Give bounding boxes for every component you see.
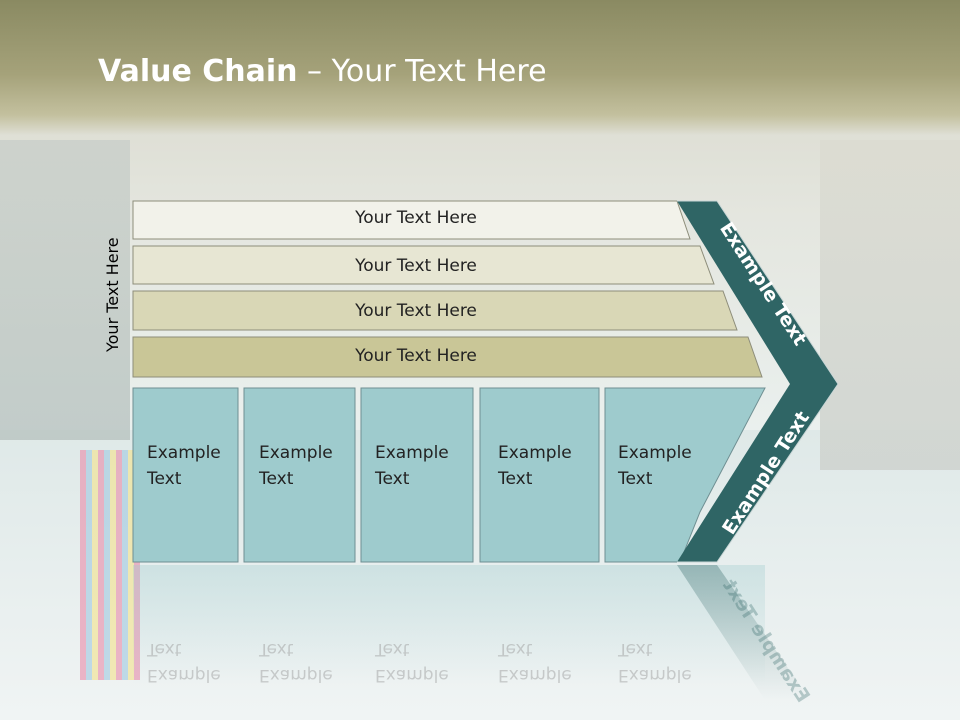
box-3 <box>360 387 474 563</box>
box-4-line1: Example <box>498 443 572 463</box>
box-5-refl-line1: Example <box>618 665 692 685</box>
box-1-refl-line1: Example <box>147 665 221 685</box>
box-reflection <box>133 565 765 685</box>
box-4-line2: Text <box>498 469 533 489</box>
background-store-right <box>820 140 960 470</box>
box-3-line1: Example <box>375 443 449 463</box>
background-store-left <box>0 140 130 440</box>
box-5-refl-line2: Text <box>618 639 653 659</box>
box-1-reflection: Example Text <box>147 636 221 688</box>
box-2-reflection: Example Text <box>259 636 333 688</box>
box-2-line1: Example <box>259 443 333 463</box>
box-5-line2: Text <box>618 469 653 489</box>
slide-title: Value Chain – Your Text Here <box>98 54 547 89</box>
bar-2-label: Your Text Here <box>355 256 477 276</box>
bar-1 <box>132 200 691 240</box>
background-shopping-bag <box>80 450 140 680</box>
box-5-label: Example Text <box>618 440 692 492</box>
chevron-reflection <box>677 565 810 700</box>
box-5-reflection: Example Text <box>618 636 692 688</box>
bar-3 <box>132 290 738 331</box>
box-4-refl-line2: Text <box>498 639 533 659</box>
box-5 <box>604 387 766 563</box>
box-4-refl-line1: Example <box>498 665 572 685</box>
box-3-refl-line1: Example <box>375 665 449 685</box>
box-1-refl-line2: Text <box>147 639 182 659</box>
bar-3-label: Your Text Here <box>355 301 477 321</box>
box-1-line1: Example <box>147 443 221 463</box>
title-band <box>0 0 960 135</box>
box-3-label: Example Text <box>375 440 449 492</box>
box-1-line2: Text <box>147 469 182 489</box>
box-5-line1: Example <box>618 443 692 463</box>
box-1-label: Example Text <box>147 440 221 492</box>
box-3-line2: Text <box>375 469 410 489</box>
box-2-line2: Text <box>259 469 294 489</box>
box-1 <box>132 387 239 563</box>
box-2-label: Example Text <box>259 440 333 492</box>
bar-1-label: Your Text Here <box>355 208 477 228</box>
box-4 <box>479 387 600 563</box>
chevron-outline <box>677 200 839 563</box>
box-2-refl-line2: Text <box>259 639 294 659</box>
bar-2 <box>132 245 715 285</box>
box-3-reflection: Example Text <box>375 636 449 688</box>
side-label: Your Text Here <box>103 237 122 352</box>
chevron-top <box>677 201 838 384</box>
title-bold: Value Chain <box>98 54 298 89</box>
chevron-bottom <box>677 384 838 562</box>
title-rest: – Your Text Here <box>297 54 547 89</box>
box-2-refl-line1: Example <box>259 665 333 685</box>
bar-4-label: Your Text Here <box>355 346 477 366</box>
box-4-reflection: Example Text <box>498 636 572 688</box>
box-2 <box>243 387 356 563</box>
box-4-label: Example Text <box>498 440 572 492</box>
bar-4 <box>132 336 763 378</box>
box-3-refl-line2: Text <box>375 639 410 659</box>
